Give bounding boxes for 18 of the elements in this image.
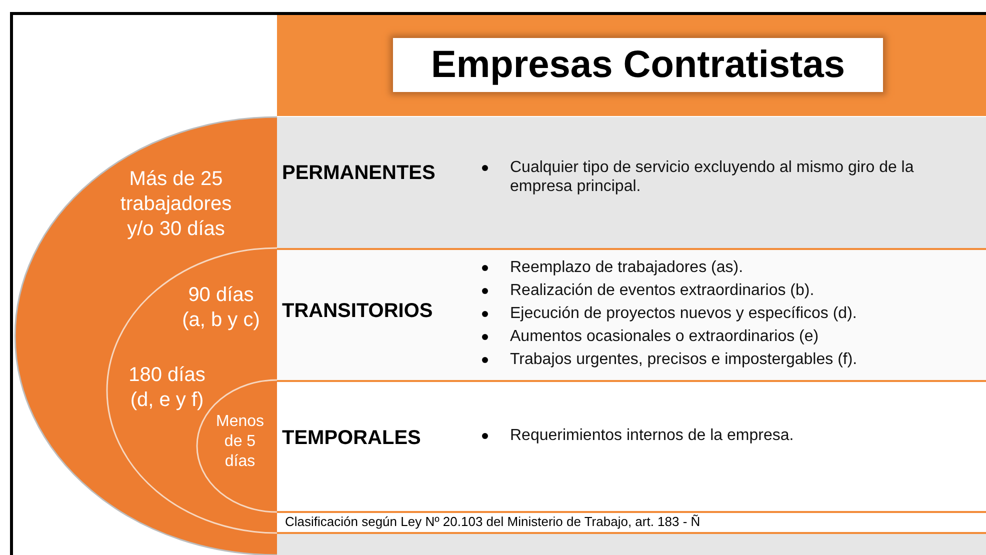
bullet-text: Requerimientos internos de la empresa.	[510, 426, 795, 446]
region-label: Más de 25 trabajadores y/o 30 días	[119, 167, 233, 242]
region-label: Menos de 5 días	[214, 412, 266, 472]
bullet-text: Aumentos ocasionales o extraordinarios (e)	[510, 327, 820, 346]
row-heading: TEMPORALES	[282, 427, 421, 450]
title: Empresas Contratistas	[393, 38, 883, 92]
bullet-text: Ejecución de proyectos nuevos y específicos (d).	[510, 304, 858, 324]
footnote: Clasificación según Ley Nº 20.103 del Ministerio de Trabajo, art. 183 - Ñ	[285, 514, 700, 529]
row-heading: TRANSITORIOS	[282, 300, 433, 323]
bullet-text: Realización de eventos extraordinarios (b).	[510, 281, 816, 300]
region-label: 90 días (a, b y c)	[181, 283, 261, 333]
table-row	[277, 248, 986, 380]
bullet-text: Reemplazo de trabajadores (as).	[510, 258, 744, 278]
row-heading: PERMANENTES	[282, 162, 436, 185]
region-label: 180 días (d, e y f)	[128, 363, 206, 413]
bullet-text: Cualquier tipo de servicio excluyendo al mismo giro de la empresa principal.	[510, 158, 915, 196]
table-row	[277, 117, 986, 248]
bullet-text: Trabajos urgentes, precisos e impostergables (f).	[510, 350, 858, 370]
